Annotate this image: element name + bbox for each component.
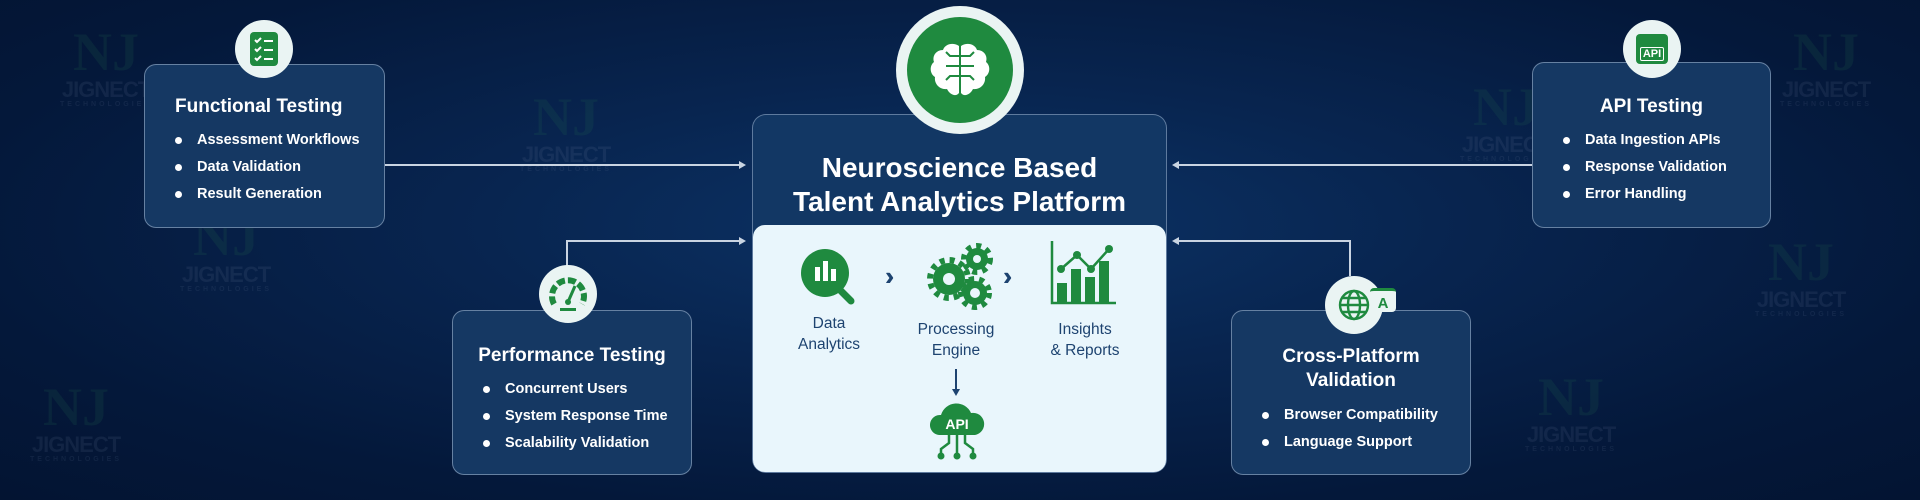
list-item: Assessment Workflows: [175, 132, 384, 148]
api-cloud-label: API: [945, 416, 969, 432]
connector-functional: [385, 164, 741, 166]
list-item: Browser Compatibility: [1262, 407, 1470, 423]
list-item: Concurrent Users: [483, 381, 691, 397]
card-title: API Testing: [1599, 96, 1704, 117]
list-item: Data Validation: [175, 159, 384, 175]
chevron-right-icon: ››: [1003, 261, 1015, 291]
api-cloud-icon: [929, 403, 985, 460]
connector-performance-h: [566, 240, 741, 242]
list-item: System Response Time: [483, 408, 691, 424]
connector-performance-v: [566, 240, 568, 270]
api-window-icon: API: [1623, 20, 1681, 78]
connector-api: [1178, 164, 1532, 166]
checklist-icon: [235, 20, 293, 78]
list-item: Result Generation: [175, 186, 384, 202]
list-item: Language Support: [1262, 434, 1470, 450]
arrow-down-head: [952, 389, 960, 396]
step-label-insights-reports: Insights& Reports: [1050, 321, 1120, 359]
insights-chart-icon: [1050, 241, 1116, 305]
arrowhead-functional: [739, 161, 746, 169]
list-item: Scalability Validation: [483, 435, 691, 451]
chevron-right-icon: ››: [885, 261, 897, 291]
brain-icon: [896, 6, 1024, 134]
translate-icon: A: [1370, 288, 1396, 312]
arrowhead-performance: [739, 237, 746, 245]
connector-cross-h: [1178, 240, 1350, 242]
card-title: Performance Testing: [478, 345, 666, 366]
arrowhead-cross: [1172, 237, 1179, 245]
list-item: Error Handling: [1563, 186, 1770, 202]
arrow-down-icon: [955, 369, 957, 391]
data-analytics-icon: [801, 249, 855, 305]
card-title: Functional Testing: [175, 96, 343, 117]
gears-icon: [927, 243, 993, 310]
list-item: Response Validation: [1563, 159, 1770, 175]
arrowhead-api: [1172, 161, 1179, 169]
connector-cross-v: [1349, 240, 1351, 276]
list-item: Data Ingestion APIs: [1563, 132, 1770, 148]
speedometer-icon: [539, 265, 597, 323]
